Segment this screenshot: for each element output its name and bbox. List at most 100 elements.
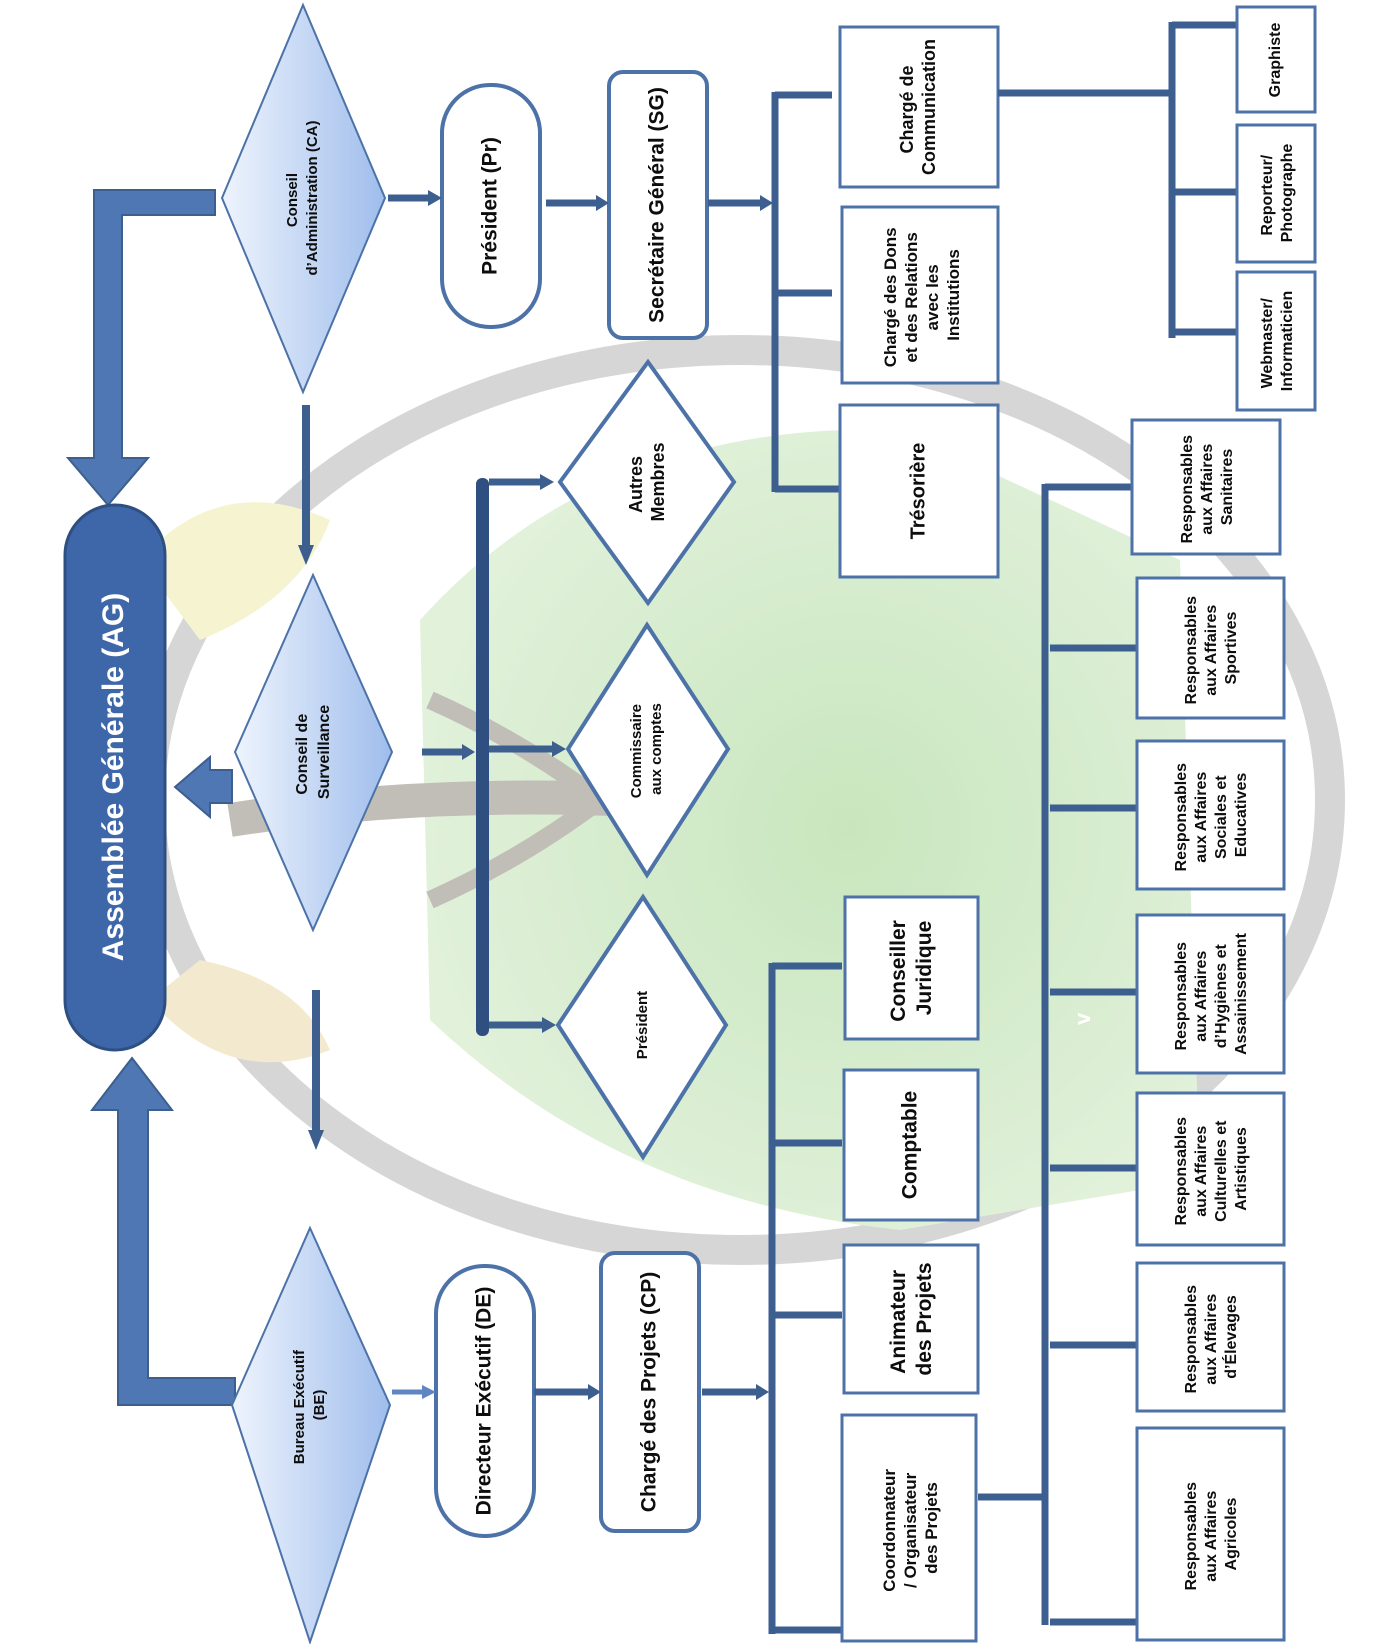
agricoles-line-1: Responsables [1183, 1482, 1200, 1591]
reporteur-node: Reporteur/ Photographe [1235, 123, 1317, 264]
bottom-return-arrow [89, 1056, 236, 1406]
conseil-surveillance-node: Conseil de Surveillance [233, 572, 394, 933]
hygiene-line-4: Assainissement [1233, 932, 1250, 1055]
sanitaires-line-2: aux Affaires [1199, 444, 1216, 535]
assemblee-generale-label: Assemblée Générale (AG) [97, 593, 130, 961]
commissaire-node: Commissaire aux comptes [565, 621, 731, 879]
secretaire-general-label: Secrétaire Général (SG) [646, 87, 669, 323]
svg-text:Responsables aux Affaire: Responsables aux Affaires Sportives [1183, 592, 1240, 705]
resp-sanitaires-node: Responsables aux Affaires Sanitaires [1130, 418, 1282, 556]
be-line-1: Bureau Exécutif [291, 1349, 308, 1464]
svg-text:Responsables aux Affaire: Responsables aux Affaires Sociales et Ed… [1173, 759, 1250, 872]
ca-to-cs-arrow [298, 405, 314, 565]
president-label: Président [634, 991, 651, 1059]
svg-text:Chargé des Dons et des R: Chargé des Dons et des Relations avec le… [881, 223, 963, 368]
ca-to-pr-arrow [388, 190, 442, 206]
resp-elevages-node: Responsables aux Affaires d’Élevages [1135, 1261, 1286, 1413]
conseiller-juridique-node: Conseiller Juridique [843, 895, 980, 1041]
coord-line-2: / Organisateur [901, 1472, 920, 1588]
comptable-label: Comptable [899, 1091, 922, 1200]
charge-dons-node: Chargé des Dons et des Relations avec le… [840, 205, 1000, 385]
svg-text:Coordonnateur / Organisa: Coordonnateur / Organisateur des Projets [880, 1464, 941, 1592]
graphiste-node: Graphiste [1235, 5, 1317, 114]
svg-text:Conseiller Juridique: Conseiller Juridique [887, 914, 936, 1021]
be-line-2: (BE) [311, 1390, 328, 1421]
svg-text:Conseil d’Administration: Conseil d’Administration (CA) [284, 121, 321, 276]
svg-text:Animateur des Projets: Animateur des Projets [887, 1262, 936, 1375]
comm-line-2: Communication [919, 39, 939, 175]
webmaster-line-2: Informaticien [1279, 291, 1296, 391]
coord-line-1: Coordonnateur [880, 1469, 899, 1592]
resp-sociales-node: Responsables aux Affaires Sociales et Ed… [1135, 739, 1286, 891]
bureau-executif-node: Bureau Exécutif (BE) [230, 1225, 392, 1644]
svg-text:Conseil de Surveillance: Conseil de Surveillance [294, 705, 333, 799]
svg-text:Commissaire aux comptes: Commissaire aux comptes [628, 700, 665, 798]
be-to-de-arrow [392, 1385, 436, 1399]
cp-bracket [768, 962, 842, 1634]
sociales-line-3: Sociales et [1213, 775, 1230, 859]
de-to-cp-arrow [534, 1384, 601, 1400]
conseil-administration-node: Conseil d’Administration (CA) [220, 2, 387, 395]
autres-line-1: Autres [626, 456, 646, 513]
autres-membres-node: Autres Membres [557, 358, 737, 607]
elevages-line-3: d’Élevages [1221, 1295, 1240, 1379]
sg-bracket [771, 91, 840, 493]
hygiene-line-3: d’Hygiènes et [1213, 944, 1230, 1049]
secretaire-general-node: Secrétaire Général (SG) [607, 70, 709, 340]
resp-hygiene-node: Responsables aux Affaires d’Hygiènes et … [1135, 913, 1286, 1075]
president-pr-label: Président (Pr) [479, 137, 502, 275]
tresoriere-label: Trésorière [907, 443, 929, 540]
culturelles-line-2: aux Affaires [1193, 1126, 1210, 1217]
communication-bracket [998, 21, 1237, 338]
commissaire-line-1: Commissaire [628, 704, 645, 798]
cs-line-1: Conseil de [294, 714, 311, 795]
sanitaires-line-1: Responsables [1179, 435, 1196, 544]
svg-text:Autres Membres: Autres Membres [626, 442, 668, 521]
dons-line-4: Institutions [944, 249, 963, 341]
cs-line-2: Surveillance [316, 705, 333, 799]
agricoles-line-3: Agricoles [1223, 1497, 1240, 1570]
sportives-line-2: aux Affaires [1203, 605, 1220, 696]
svg-text:Responsables aux Affaire: Responsables aux Affaires Sanitaires [1179, 431, 1236, 544]
directeur-executif-node: Directeur Exécutif (DE) [434, 1264, 536, 1538]
webmaster-line-1: Webmaster/ [1259, 297, 1276, 388]
surveillance-bus [476, 474, 566, 1036]
agricoles-line-2: aux Affaires [1203, 1491, 1220, 1582]
comm-line-1: Chargé de [897, 65, 917, 153]
coord-line-3: des Projets [922, 1482, 941, 1574]
comptable-node: Comptable [842, 1068, 980, 1222]
elevages-line-2: aux Affaires [1203, 1294, 1220, 1385]
president-pr-node: Président (Pr) [440, 83, 542, 329]
svg-text:Chargé de Communication: Chargé de Communication [897, 39, 939, 175]
sg-to-bracket-arrow [708, 195, 773, 211]
president-node: Président [555, 893, 729, 1161]
svg-text:Responsables aux Affaire: Responsables aux Affaires d’Élevages [1183, 1281, 1240, 1394]
pr-to-sg-arrow [546, 195, 609, 211]
directeur-executif-label: Directeur Exécutif (DE) [473, 1287, 496, 1516]
ca-line-1: Conseil [284, 173, 301, 227]
svg-text:Responsables aux Affaire: Responsables aux Affaires Agricoles [1183, 1478, 1240, 1591]
resp-sportives-node: Responsables aux Affaires Sportives [1135, 576, 1286, 720]
be-to-cs-arrow [308, 990, 324, 1150]
charge-projets-label: Chargé des Projets (CP) [638, 1272, 661, 1512]
sportives-line-3: Sportives [1223, 611, 1240, 684]
animateur-node: Animateur des Projets [842, 1243, 980, 1395]
animateur-line-1: Animateur [887, 1270, 910, 1374]
reporteur-line-1: Reporteur/ [1259, 154, 1276, 235]
dons-line-2: et des Relations [902, 232, 921, 362]
charge-communication-node: Chargé de Communication [838, 25, 1000, 189]
svg-text:Reporteur/ Photographe: Reporteur/ Photographe [1259, 144, 1296, 243]
responsables-bus [978, 483, 1137, 1626]
sportives-line-1: Responsables [1183, 596, 1200, 705]
watermark-mark: v [1070, 1012, 1095, 1025]
graphiste-label: Graphiste [1267, 23, 1284, 98]
svg-text:Responsables aux Affaire: Responsables aux Affaires d’Hygiènes et … [1173, 932, 1250, 1055]
svg-text:Bureau Exécutif (BE): Bureau Exécutif (BE) [291, 1346, 328, 1464]
top-return-arrow [65, 189, 216, 507]
surveillance-to-ag-arrow [173, 754, 233, 820]
culturelles-line-1: Responsables [1173, 1117, 1190, 1226]
sociales-line-1: Responsables [1173, 763, 1190, 872]
juridique-line-2: Juridique [913, 921, 936, 1016]
coordonnateur-node: Coordonnateur / Organisateur des Projets [840, 1413, 978, 1643]
